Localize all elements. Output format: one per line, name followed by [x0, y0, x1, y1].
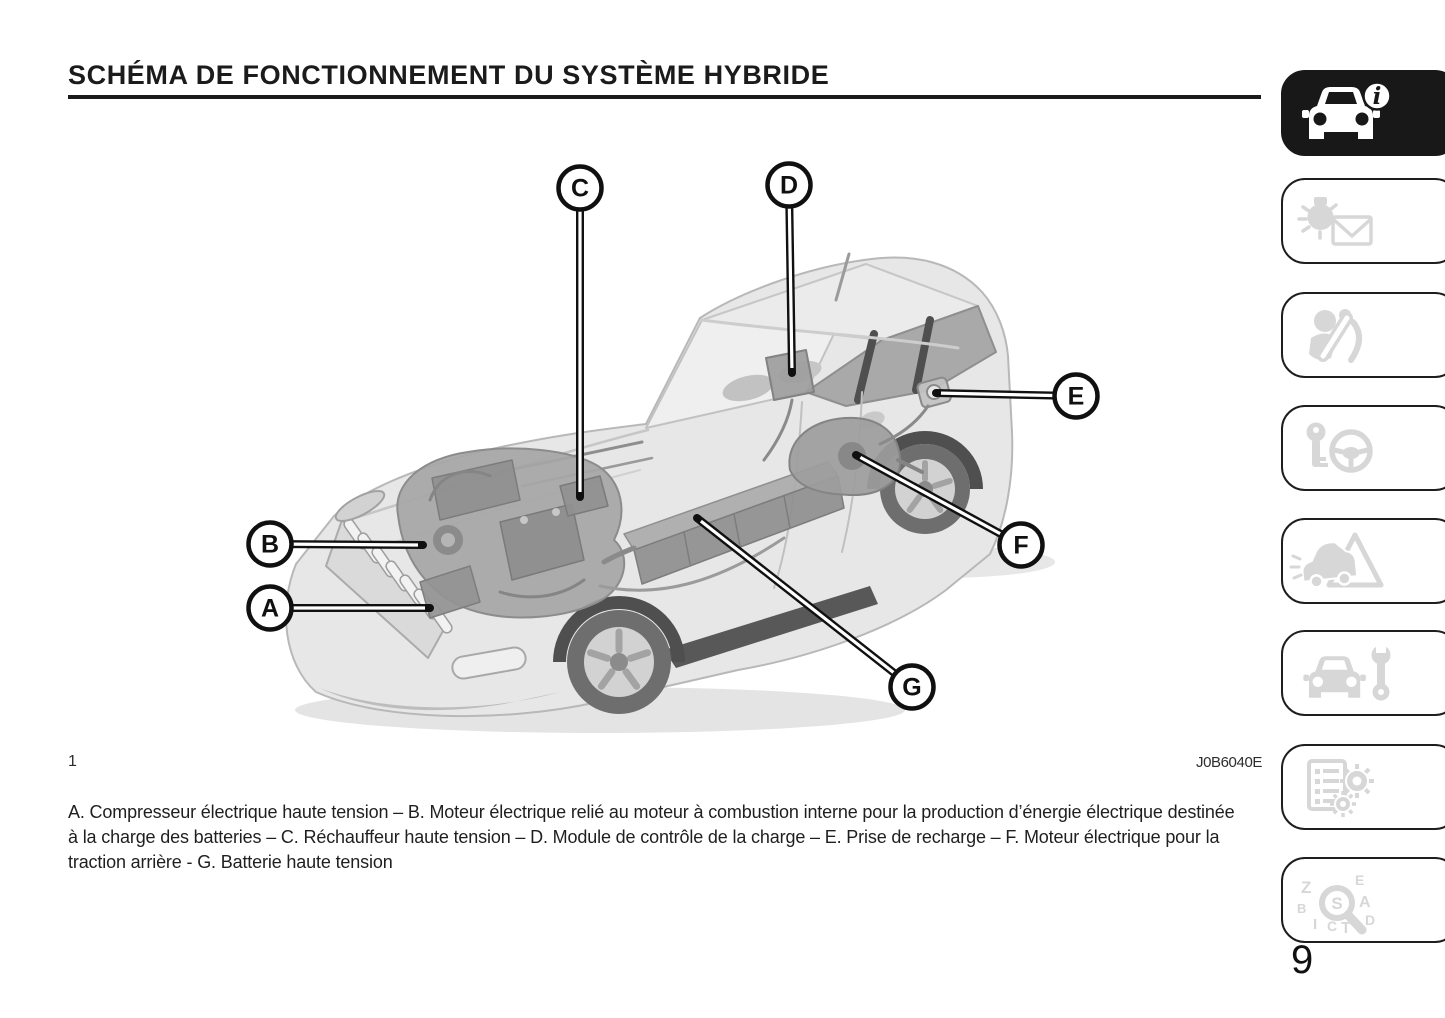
index-letter: Z — [1301, 878, 1311, 897]
battery-seam — [683, 531, 691, 565]
underbody-cable — [598, 536, 786, 592]
figure-callouts: A B C D E F G — [246, 161, 1100, 711]
driveshaft — [601, 545, 637, 565]
car-wrench-icon — [1303, 642, 1391, 701]
module-cable — [762, 398, 794, 462]
info-glyph: i — [1373, 83, 1382, 110]
aux-battery-box — [499, 503, 585, 581]
key-steering-wheel-icon — [1306, 422, 1373, 473]
svg-text:A: A — [261, 595, 279, 623]
b-pillar — [854, 330, 878, 404]
sidebar-tab-index[interactable]: Z E B A I C T D S — [1281, 857, 1445, 943]
sidebar-tab-vehicle-info[interactable]: i — [1281, 70, 1445, 156]
c-pillar — [912, 316, 934, 394]
index-letter: E — [1355, 872, 1364, 888]
svg-text:E: E — [1068, 383, 1085, 411]
index-letter: A — [1359, 894, 1371, 911]
index-letter: T — [1341, 920, 1351, 937]
index-letter: C — [1327, 918, 1337, 934]
car-info-icon: i — [1302, 81, 1392, 139]
svg-text:G: G — [902, 674, 921, 702]
title-rule — [68, 95, 1261, 99]
front-wheel — [553, 596, 685, 714]
warning-light-envelope-icon — [1297, 197, 1373, 246]
battery-seam-3 — [783, 495, 791, 529]
sidebar-tab-maintenance[interactable] — [1281, 630, 1445, 716]
svg-text:C: C — [571, 175, 589, 203]
seat-hint — [722, 374, 774, 402]
figure-code: J0B6040E — [1195, 754, 1262, 771]
letters-magnifier-icon: Z E B A I C T D S — [1297, 872, 1375, 937]
callout-F: F — [852, 451, 1045, 569]
callout-A: A — [246, 584, 434, 632]
figure-caption: A. Compresseur électrique haute tension … — [68, 802, 1235, 872]
headlight — [334, 490, 386, 522]
index-letter: D — [1365, 912, 1375, 928]
svg-text:B: B — [261, 531, 279, 559]
index-letter: I — [1313, 916, 1317, 933]
motor-end-cap — [838, 442, 866, 470]
fog-light — [451, 646, 527, 680]
hv-battery-side — [633, 475, 845, 585]
callout-B: B — [246, 520, 427, 568]
engine-hose-2 — [498, 578, 586, 599]
sidebar-tab-safety[interactable] — [1281, 292, 1445, 378]
front-bumper-lip — [320, 688, 560, 711]
antenna-icon — [834, 252, 851, 302]
battery-terminal — [520, 516, 528, 524]
pulley-hub — [441, 533, 455, 547]
sidebar-tab-warning-lights[interactable] — [1281, 178, 1445, 264]
car-warning-triangle-icon — [1289, 532, 1384, 589]
battery-terminal-2 — [552, 508, 560, 516]
index-letter: B — [1297, 901, 1306, 916]
sidebar-tab-starting-driving[interactable] — [1281, 405, 1445, 491]
callout-C: C — [556, 164, 604, 501]
battery-seam-2 — [733, 513, 741, 547]
sidebar-tab-emergency[interactable] — [1281, 518, 1445, 604]
sidebar-tab-technical-data[interactable] — [1281, 744, 1445, 830]
person-seatbelt-icon — [1309, 309, 1362, 363]
callout-D: D — [765, 161, 813, 377]
roof-rail — [700, 318, 960, 350]
callout-G: G — [693, 514, 936, 711]
svg-text:D: D — [780, 172, 798, 200]
figure-number: 1 — [68, 753, 77, 770]
rocker-sill — [664, 586, 878, 668]
page-title: SCHÉMA DE FONCTIONNEMENT DU SYSTÈME HYBR… — [68, 60, 830, 90]
callout-E: E — [932, 372, 1100, 420]
car-illustration — [284, 252, 1055, 733]
rear-axle — [896, 458, 924, 474]
magnifier-letter: S — [1331, 894, 1342, 913]
spec-sheet-gears-icon — [1307, 759, 1374, 817]
port-cable — [878, 404, 930, 446]
engine-hose — [428, 469, 492, 502]
page-number: 9 — [1291, 938, 1313, 982]
svg-text:F: F — [1013, 532, 1028, 560]
